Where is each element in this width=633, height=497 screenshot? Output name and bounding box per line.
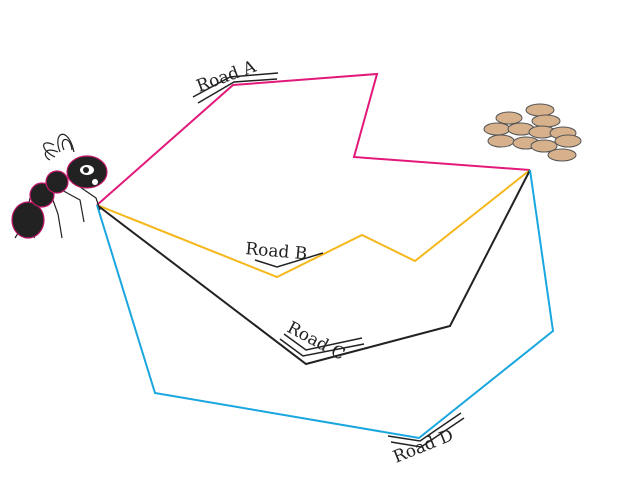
road-c-underline bbox=[283, 333, 363, 351]
road-c-underline-2 bbox=[279, 338, 365, 357]
road-d-underline bbox=[387, 412, 462, 442]
grain-pile-icon bbox=[483, 103, 582, 162]
road-b-path bbox=[96, 169, 531, 279]
road-d-label-group: Road D bbox=[387, 412, 465, 468]
ant-icon bbox=[11, 133, 108, 239]
road-a-label-group: Road A bbox=[192, 57, 279, 104]
road-b-label-group: Road B bbox=[245, 239, 324, 268]
road-d-underline-2 bbox=[390, 417, 465, 448]
road-c-path bbox=[96, 169, 531, 366]
road-a-path bbox=[96, 72, 531, 206]
road-a-underline bbox=[192, 72, 279, 98]
road-d-label: Road D bbox=[390, 425, 456, 467]
road-d-path bbox=[96, 169, 555, 440]
road-a-underline-2 bbox=[197, 78, 278, 104]
road-b-underline bbox=[254, 252, 324, 268]
road-c-label-group: Road C bbox=[279, 318, 365, 365]
